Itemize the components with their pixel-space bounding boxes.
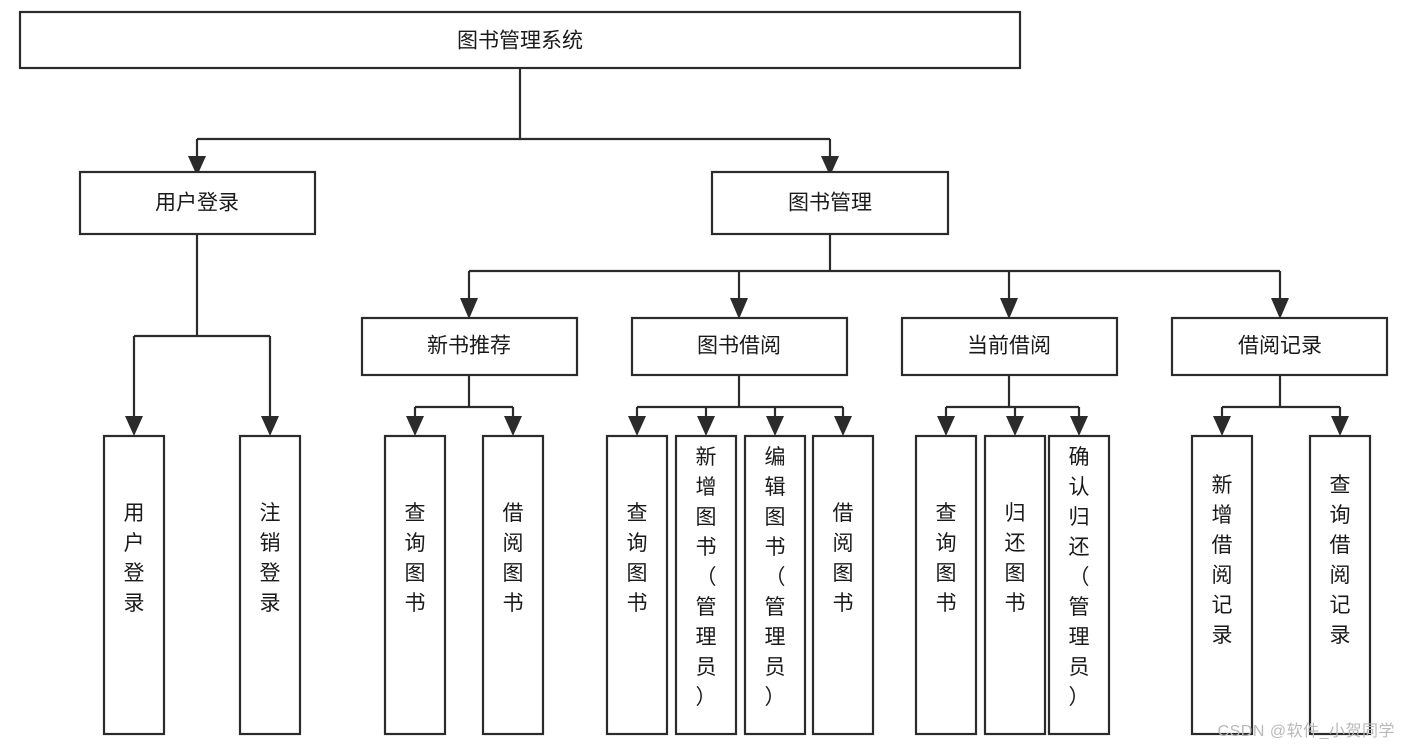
arrow-newbook-leaf2-icon [504, 416, 522, 436]
arrow-root-to-bookmgmt-icon [821, 156, 839, 176]
leaf-node[interactable]: 查询图书 [914, 434, 978, 736]
node-book-borrow-box[interactable] [630, 316, 849, 377]
node-book-management[interactable]: 图书管理 [710, 170, 950, 236]
leaf-borrow-edit-label: 编辑图书（管理员） [765, 446, 786, 709]
node-book-management-box[interactable] [710, 170, 950, 236]
leaf-node[interactable]: 新增借阅记录 [1190, 434, 1254, 736]
arrow-current-leaf1-icon [937, 416, 955, 436]
leaf-newbook-borrow-label: 借阅图书 [503, 502, 524, 615]
leaf-newbook-query-box[interactable] [383, 434, 447, 736]
leaf-node[interactable]: 编辑图书（管理员） [743, 434, 807, 736]
arrow-current-leaf3-icon [1070, 416, 1088, 436]
leaf-borrow-query-box[interactable] [605, 434, 669, 736]
leaf-borrow-do-label: 借阅图书 [833, 502, 854, 615]
node-user-login-label: 用户登录 [155, 192, 239, 215]
node-root-box[interactable] [18, 10, 1022, 70]
node-root[interactable]: 图书管理系统 [18, 10, 1022, 70]
node-root-label: 图书管理系统 [457, 30, 583, 53]
leaf-current-query-label: 查询图书 [936, 502, 957, 615]
leaf-borrow-edit-box[interactable] [743, 434, 807, 736]
arrow-to-record-icon [1271, 298, 1289, 319]
arrow-to-borrow-icon [730, 298, 748, 319]
arrow-login-leaf1-icon [125, 416, 143, 436]
leaf-borrow-query-label: 查询图书 [627, 502, 648, 615]
leaf-borrow-add-box[interactable] [674, 434, 738, 736]
leaf-node[interactable]: 查询图书 [383, 434, 447, 736]
node-book-borrow-label: 图书借阅 [697, 335, 781, 358]
node-user-login-box[interactable] [78, 170, 317, 236]
arrow-newbook-leaf1-icon [406, 416, 424, 436]
leaf-user-login-box[interactable] [102, 434, 166, 736]
node-new-book-recommend-box[interactable] [360, 316, 579, 377]
leaf-logout-box[interactable] [238, 434, 302, 736]
leaf-borrow-do-box[interactable] [811, 434, 875, 736]
arrow-to-current-icon [1000, 298, 1018, 319]
arrow-borrow-leaf3-icon [766, 416, 784, 436]
arrow-root-to-login-icon [188, 156, 206, 176]
node-borrow-record-label: 借阅记录 [1238, 335, 1322, 358]
arrow-to-newbook-icon [460, 298, 478, 319]
leaf-current-query-box[interactable] [914, 434, 978, 736]
leaf-record-query-box[interactable] [1308, 434, 1372, 736]
node-book-management-label: 图书管理 [788, 192, 872, 215]
leaf-current-return-label: 归还图书 [1005, 502, 1026, 615]
leaf-node[interactable]: 借阅图书 [481, 434, 545, 736]
arrow-borrow-leaf2-icon [697, 416, 715, 436]
node-borrow-record[interactable]: 借阅记录 [1170, 316, 1389, 377]
node-current-borrow[interactable]: 当前借阅 [900, 316, 1119, 377]
arrow-borrow-leaf1-icon [628, 416, 646, 436]
leaf-current-return-box[interactable] [983, 434, 1047, 736]
leaf-node[interactable]: 新增图书（管理员） [674, 434, 738, 736]
leaf-newbook-borrow-box[interactable] [481, 434, 545, 736]
leaf-node[interactable]: 确认归还（管理员） [1047, 434, 1111, 736]
node-user-login[interactable]: 用户登录 [78, 170, 317, 236]
connector-layer [125, 68, 1349, 436]
leaf-record-add-box[interactable] [1190, 434, 1254, 736]
leaf-node[interactable]: 注销登录 [238, 434, 302, 736]
leaf-newbook-query-label: 查询图书 [405, 502, 426, 615]
arrow-record-leaf2-icon [1331, 416, 1349, 436]
arrow-borrow-leaf4-icon [834, 416, 852, 436]
node-borrow-record-box[interactable] [1170, 316, 1389, 377]
leaf-node[interactable]: 用户登录 [102, 434, 166, 736]
leaf-node[interactable]: 查询借阅记录 [1308, 434, 1372, 736]
node-new-book-recommend[interactable]: 新书推荐 [360, 316, 579, 377]
node-book-borrow[interactable]: 图书借阅 [630, 316, 849, 377]
leaf-current-confirm-box[interactable] [1047, 434, 1111, 736]
leaf-record-query-label: 查询借阅记录 [1330, 474, 1351, 647]
leaf-current-confirm-label: 确认归还（管理员） [1069, 446, 1090, 709]
node-current-borrow-label: 当前借阅 [967, 335, 1051, 358]
leaf-record-add-label: 新增借阅记录 [1212, 474, 1233, 647]
arrow-current-leaf2-icon [1006, 416, 1024, 436]
leaf-logout-label: 注销登录 [260, 502, 281, 615]
leaf-node[interactable]: 查询图书 [605, 434, 669, 736]
leaf-borrow-add-label: 新增图书（管理员） [696, 446, 717, 709]
node-new-book-recommend-label: 新书推荐 [427, 335, 511, 358]
node-current-borrow-box[interactable] [900, 316, 1119, 377]
leaf-node[interactable]: 归还图书 [983, 434, 1047, 736]
arrow-login-leaf2-icon [261, 416, 279, 436]
leaf-user-login-label: 用户登录 [124, 502, 145, 615]
leaf-node[interactable]: 借阅图书 [811, 434, 875, 736]
arrow-record-leaf1-icon [1213, 416, 1231, 436]
